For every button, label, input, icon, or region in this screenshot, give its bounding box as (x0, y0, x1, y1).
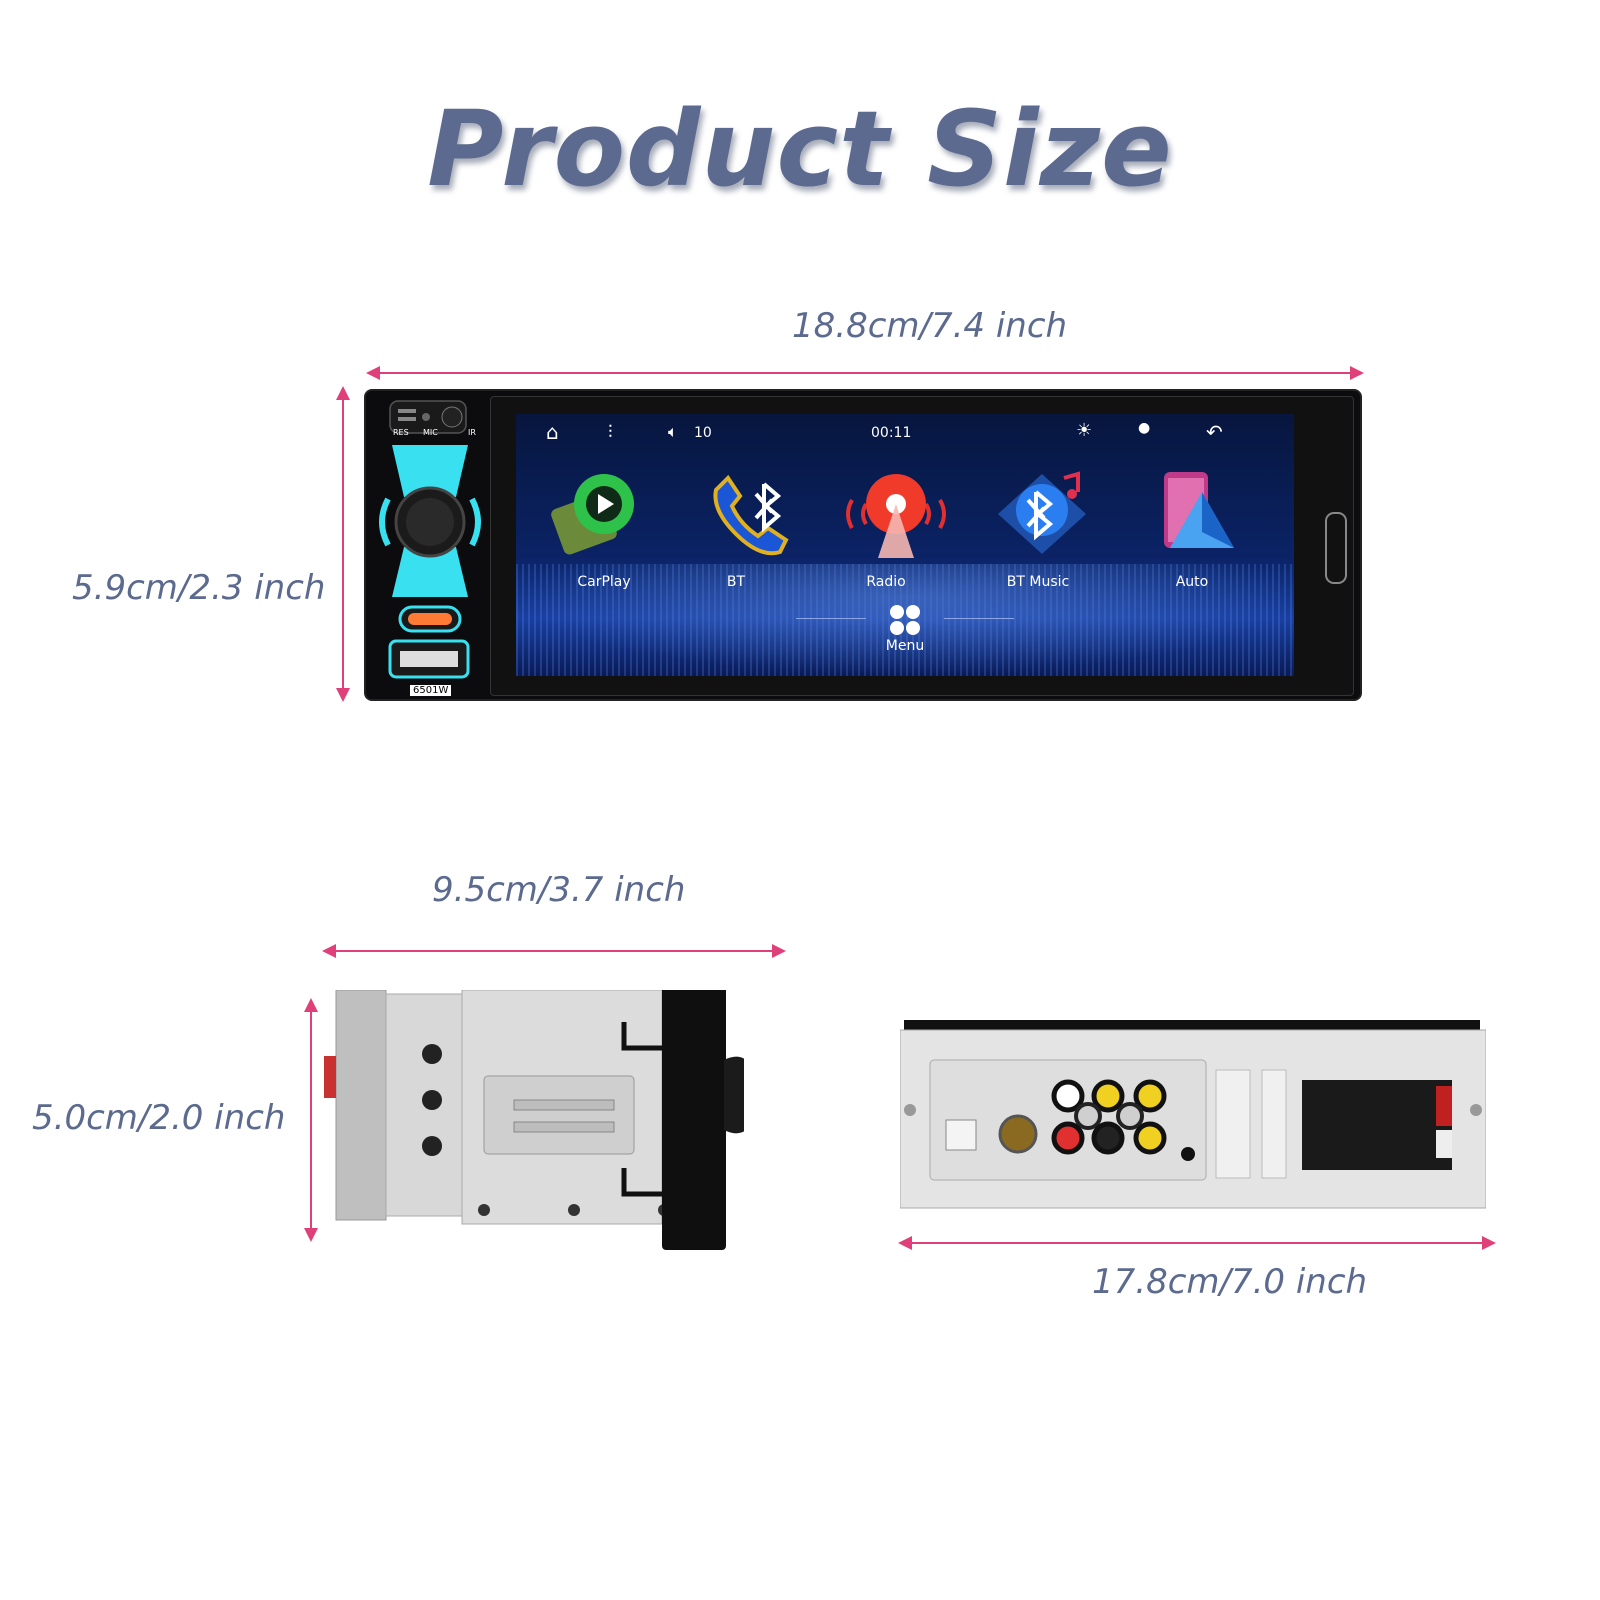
radio-icon[interactable] (836, 470, 956, 560)
wave-background (516, 564, 1294, 676)
volume-value: 10 (694, 425, 712, 441)
side-depth-arrow (322, 944, 786, 958)
control-panel-graphic (379, 400, 481, 679)
side-height-label: 5.0cm/2.0 inch (32, 1098, 286, 1138)
app-label-auto: Auto (1175, 574, 1209, 590)
menu-divider-right (944, 618, 1014, 619)
menu-icon[interactable] (888, 604, 922, 636)
front-width-arrow (366, 366, 1364, 380)
display-screen: ⌂ ⫶ 🔈︎ 10 00:11 ☀ ● ↶ CarPlay BT Radio B… (516, 414, 1294, 676)
back-width-label: 17.8cm/7.0 inch (1092, 1262, 1368, 1302)
panel-ir-label: IR (468, 428, 476, 437)
model-label: 6501W (410, 685, 452, 696)
home-button-slot[interactable] (1325, 512, 1347, 584)
menu-divider-left (796, 618, 866, 619)
home-icon[interactable]: ⌂ (546, 420, 559, 444)
front-height-arrow (336, 386, 350, 702)
bt-music-icon[interactable] (994, 470, 1094, 560)
back-icon[interactable]: ↶ (1206, 420, 1223, 444)
brightness-icon[interactable]: ☀ (1076, 420, 1093, 441)
unit-back-view (900, 1020, 1486, 1209)
android-auto-icon[interactable] (1152, 470, 1252, 560)
panel-res-label: RES (393, 428, 409, 437)
clock-time: 00:11 (871, 425, 912, 441)
panel-mic-label: MIC (423, 428, 438, 437)
front-height-label: 5.9cm/2.3 inch (72, 568, 326, 608)
unit-side-view (324, 990, 744, 1250)
volume-icon[interactable]: 🔈︎ (668, 422, 678, 441)
app-label-bt-music: BT Music (1006, 574, 1070, 590)
page-title: Product Size (427, 88, 1173, 210)
carplay-icon[interactable] (546, 470, 646, 560)
side-depth-label: 9.5cm/3.7 inch (432, 870, 686, 910)
app-label-bt: BT (726, 574, 746, 590)
control-panel (372, 397, 490, 693)
back-width-arrow (898, 1236, 1496, 1250)
bt-phone-icon[interactable] (706, 470, 806, 560)
equalizer-icon[interactable]: ⫶ (608, 422, 613, 443)
bluetooth-status-icon[interactable]: ● (1138, 420, 1151, 436)
app-label-carplay: CarPlay (577, 574, 631, 590)
app-label-radio: Radio (866, 574, 906, 590)
front-width-label: 18.8cm/7.4 inch (792, 306, 1068, 346)
side-height-arrow (304, 998, 318, 1242)
menu-label: Menu (885, 638, 925, 654)
